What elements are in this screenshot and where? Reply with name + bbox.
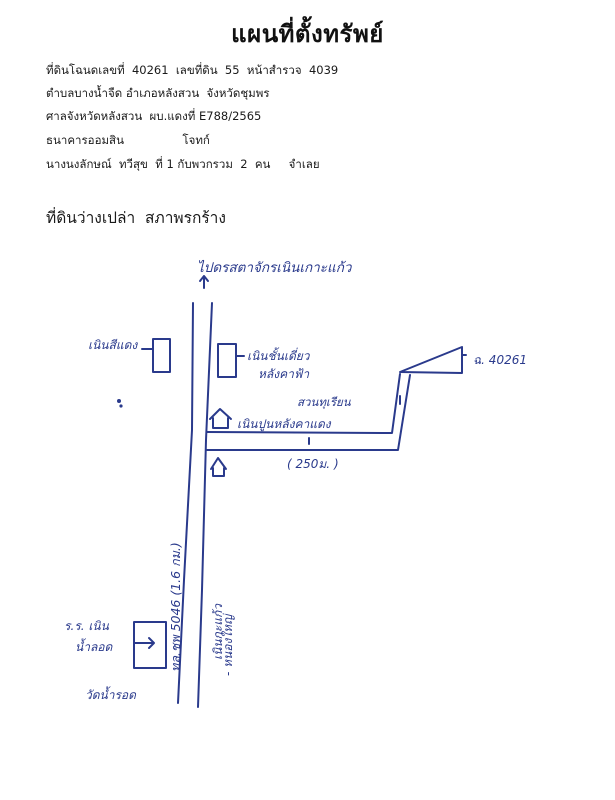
north-direction-label: ไปดรสตาจักรเนินเกาะแก้ว [197,259,353,276]
stray-mark [119,404,123,408]
location-line: ตำบลบางน้ำจืด อำเภอหลังสวน จังหวัดชุมพร [46,86,270,100]
small-house-label: เนินปูนหลังคาแดง [237,417,332,432]
deed-info-line: ที่ดินโฉนดเลขที่ 40261 เลขที่ดิน 55 หน้า… [46,63,339,77]
house-left-marker [152,338,171,373]
plot-40261 [399,346,463,374]
side-road-lower [206,374,411,451]
road-side-label-1: เนินกะแก้ว [211,603,225,660]
page-title: แผนที่ตั้งทรัพย์ [231,20,384,48]
side-road-upper [206,373,401,434]
school-arrow [133,637,155,649]
stray-mark [117,399,121,403]
house-right-marker [217,343,237,378]
plaintiff-line: ธนาคารออมสิน โจทก์ [46,133,210,147]
school-label-2: น้ำลอด [75,638,114,654]
court-line: ศาลจังหวัดหลังสวน ผบ.แดงที่ E788/2565 [46,109,262,123]
school-marker [133,621,167,669]
house-right-label-1: เนินชั้นเดี่ยว [247,347,311,363]
north-arrow [199,275,209,289]
distance-label: ( 250ม. ) [287,457,339,471]
defendant-line: นางนงลักษณ์ ทวีสุข ที่ 1 กับพวกรวม 2 คน … [46,157,320,171]
highway-label: ทล.ชพ 5046 (1.6 กม.) [168,542,183,672]
school-label-1: ร.ร. เนิน [64,619,110,633]
house-icon-lower [210,457,227,477]
road-side-label-2: - หนองใหญ่ [221,613,235,676]
house-left-label: เนินสีแดง [88,338,138,352]
land-status: ที่ดินว่างเปล่า สภาพรกร้าง [46,209,226,227]
temple-label: วัดน้ำรอด [85,686,137,702]
highway-left-edge [177,302,194,704]
plot-label: ฉ. 40261 [473,353,527,367]
house-icon-upper [209,408,232,429]
garden-label: สวนทุเรียน [297,395,352,409]
house-right-label-2: หลังคาฟ้า [258,367,310,381]
highway-right-edge [197,302,213,708]
